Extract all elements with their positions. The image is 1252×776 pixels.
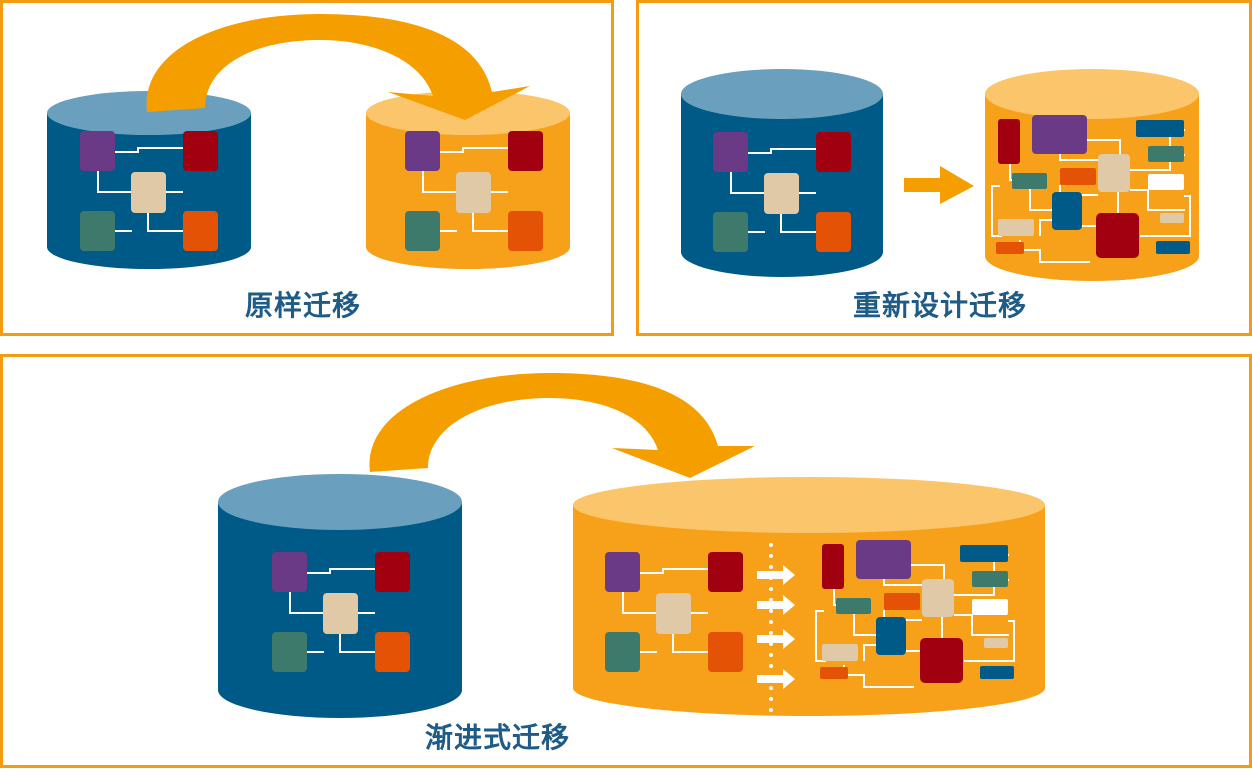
legacy-database-3: [218, 474, 462, 718]
straight-arrow: [904, 166, 974, 204]
new-database-3: [573, 477, 1045, 716]
title-redesign-migration: 重新设计迁移: [853, 289, 1028, 322]
transfer-arrows: [757, 565, 795, 689]
curved-arrow-1: [146, 14, 530, 120]
title-incremental-migration: 渐进式迁移: [425, 721, 571, 754]
curved-arrow-3: [369, 373, 755, 478]
legacy-database-2: [681, 69, 883, 277]
new-database-2: [985, 69, 1199, 281]
title-as-is-migration: 原样迁移: [245, 289, 362, 322]
legacy-database-1: [47, 91, 251, 269]
